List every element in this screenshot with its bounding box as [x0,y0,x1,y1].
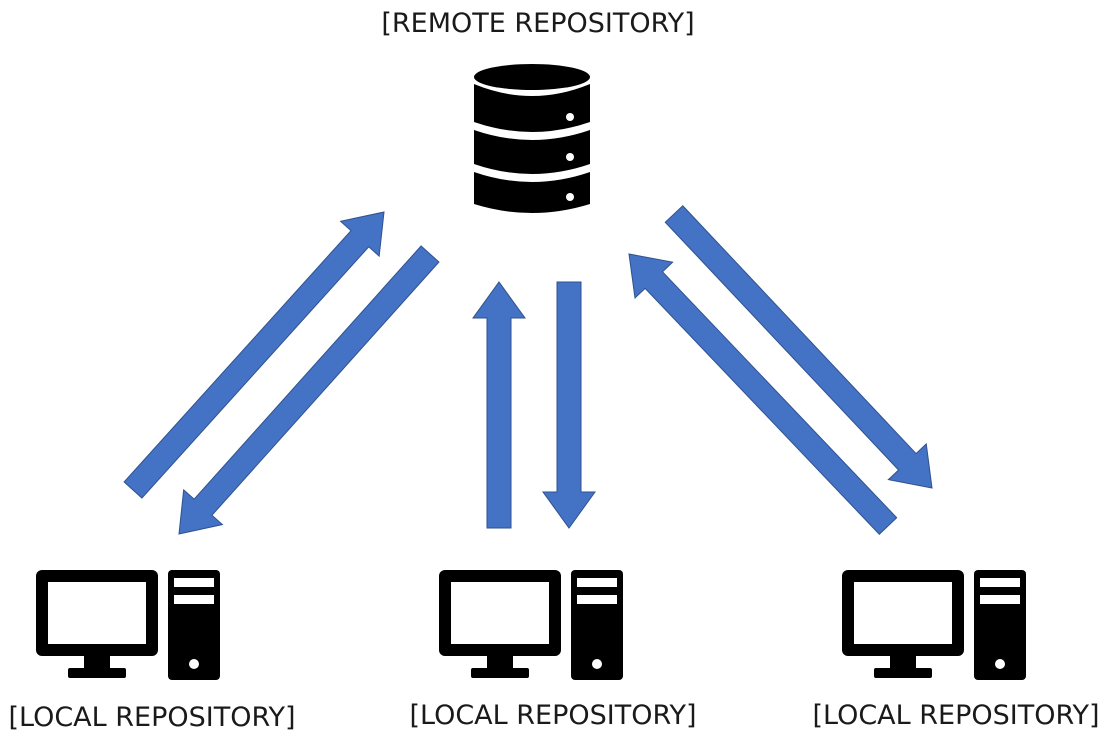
remote-repository-label: [REMOTE REPOSITORY] [381,8,695,39]
database-icon [474,64,590,213]
local-repository-label-right: [LOCAL REPOSITORY] [812,700,1100,731]
sync-arrows [123,205,933,535]
pull-arrow-left [178,245,440,535]
desktop-computer-icon [439,570,623,680]
push-arrow-right [628,253,898,535]
local-repository-label-left: [LOCAL REPOSITORY] [8,702,296,733]
push-arrow-center [472,281,526,529]
pull-arrow-right [664,205,933,489]
desktop-computer-icon [36,570,220,680]
pull-arrow-center [542,281,596,529]
push-arrow-left [123,211,385,499]
local-repository-label-center: [LOCAL REPOSITORY] [409,700,697,731]
desktop-computer-icon [842,570,1026,680]
